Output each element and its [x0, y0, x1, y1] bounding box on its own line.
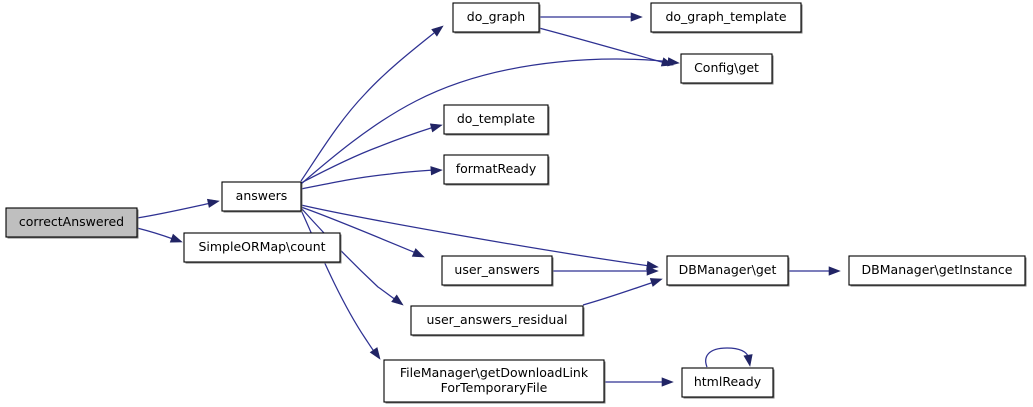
edge-correctAnswered-simpleormap_count — [136, 227, 183, 243]
arrowhead-icon — [743, 354, 753, 367]
node-user_answers_residual[interactable]: user_answers_residual — [410, 305, 585, 337]
edge-line — [300, 58, 673, 185]
node-dbmanager_getinstance[interactable]: DBManager\getInstance — [848, 255, 1027, 287]
edge-answers-do_template — [300, 123, 443, 184]
arrowhead-icon — [169, 233, 183, 243]
edge-answers-user_answers_residual — [301, 208, 404, 306]
node-rect[interactable] — [650, 2, 802, 33]
node-rect[interactable] — [221, 181, 302, 212]
node-dbmanager_get[interactable]: DBManager\get — [666, 255, 790, 287]
edge-correctAnswered-answers — [136, 198, 220, 219]
node-rect[interactable] — [183, 232, 341, 263]
edge-dbmanager_get-dbmanager_getinstance — [788, 266, 841, 276]
edge-line — [582, 281, 655, 306]
edge-user_answers-dbmanager_get — [552, 266, 659, 276]
node-rect[interactable] — [443, 104, 549, 135]
arrowhead-icon — [649, 278, 663, 287]
edge-user_answers_residual-dbmanager_get — [582, 278, 663, 306]
edge-filemanager_getdownloadlink-htmlReady — [604, 377, 674, 387]
node-config_get[interactable]: Config\get — [680, 53, 774, 85]
arrowhead-icon — [206, 198, 220, 208]
node-rect[interactable] — [443, 154, 549, 185]
node-rect[interactable] — [666, 255, 789, 286]
node-do_template[interactable]: do_template — [443, 104, 550, 136]
edge-answers-user_answers — [300, 206, 425, 258]
arrowhead-icon — [431, 25, 444, 37]
node-answers[interactable]: answers — [221, 181, 303, 213]
edge-line — [300, 206, 417, 254]
node-rect[interactable] — [5, 207, 138, 238]
node-do_graph[interactable]: do_graph — [452, 2, 541, 34]
arrowhead-icon — [660, 57, 674, 67]
edge-answers-do_graph — [300, 25, 444, 182]
arrowhead-icon — [430, 166, 443, 176]
edges-layer — [136, 12, 841, 387]
edge-answers-formatReady — [300, 166, 443, 190]
edge-line — [301, 208, 397, 301]
node-rect[interactable] — [680, 53, 773, 84]
edge-line — [300, 126, 435, 184]
node-rect[interactable] — [848, 255, 1026, 286]
arrowhead-icon — [630, 12, 643, 22]
node-rect[interactable] — [441, 255, 553, 286]
edge-line — [300, 204, 651, 267]
edge-line — [136, 202, 212, 219]
edge-line — [538, 27, 666, 64]
arrowhead-icon — [411, 248, 425, 258]
node-filemanager_getdownloadlink[interactable]: FileManager\getDownloadLinkForTemporaryF… — [383, 359, 606, 404]
node-do_graph_template[interactable]: do_graph_template — [650, 2, 803, 34]
node-rect[interactable] — [410, 305, 584, 336]
node-htmlReady[interactable]: htmlReady — [681, 367, 775, 399]
edge-do_graph-do_graph_template — [539, 12, 643, 22]
node-rect[interactable] — [681, 367, 774, 398]
arrowhead-icon — [646, 266, 659, 276]
arrowhead-icon — [661, 377, 674, 387]
node-user_answers[interactable]: user_answers — [441, 255, 554, 287]
node-simpleormap_count[interactable]: SimpleORMap\count — [183, 232, 342, 264]
arrowhead-icon — [828, 266, 841, 276]
node-formatReady[interactable]: formatReady — [443, 154, 550, 186]
edge-line — [705, 347, 750, 368]
arrowhead-icon — [391, 294, 404, 306]
arrowhead-icon — [429, 123, 443, 133]
arrowhead-icon — [369, 347, 381, 360]
edge-htmlReady-htmlReady — [705, 347, 753, 368]
edge-line — [300, 32, 435, 182]
edge-line — [300, 169, 435, 190]
node-rect[interactable] — [383, 359, 605, 403]
edge-do_graph-config_get — [538, 27, 674, 67]
node-correctAnswered[interactable]: correctAnswered — [5, 207, 139, 239]
edge-line — [136, 227, 174, 240]
node-rect[interactable] — [452, 2, 540, 33]
